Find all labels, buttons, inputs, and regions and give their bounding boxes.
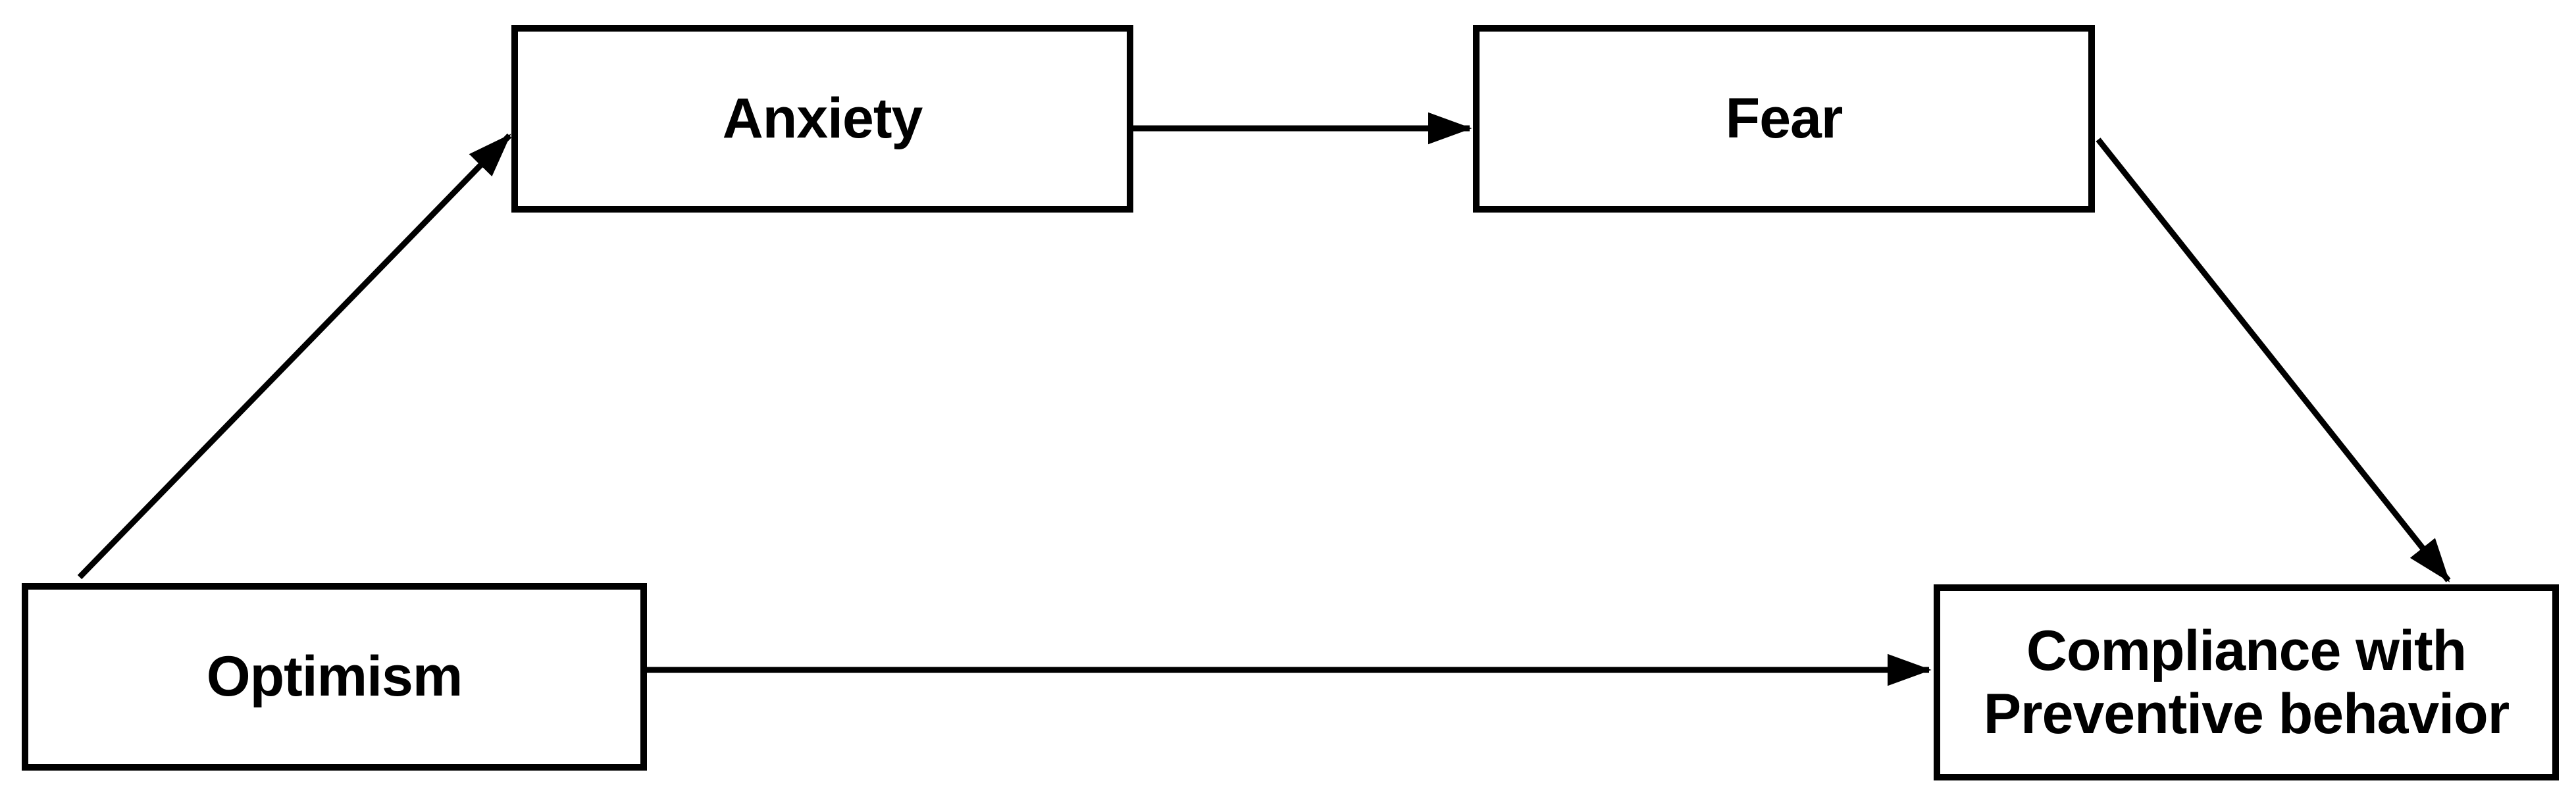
node-fear: Fear — [1473, 25, 2095, 213]
node-anxiety-label: Anxiety — [722, 87, 923, 151]
arrow-optimism-to-anxiety — [77, 133, 512, 580]
node-optimism: Optimism — [22, 583, 647, 771]
node-fear-label: Fear — [1725, 87, 1843, 151]
node-anxiety: Anxiety — [511, 25, 1133, 213]
arrow-fear-to-compliance — [2096, 138, 2451, 582]
node-compliance: Compliance with Preventive behavior — [1934, 584, 2559, 780]
node-compliance-label: Compliance with Preventive behavior — [1983, 619, 2510, 746]
node-optimism-label: Optimism — [206, 645, 463, 709]
